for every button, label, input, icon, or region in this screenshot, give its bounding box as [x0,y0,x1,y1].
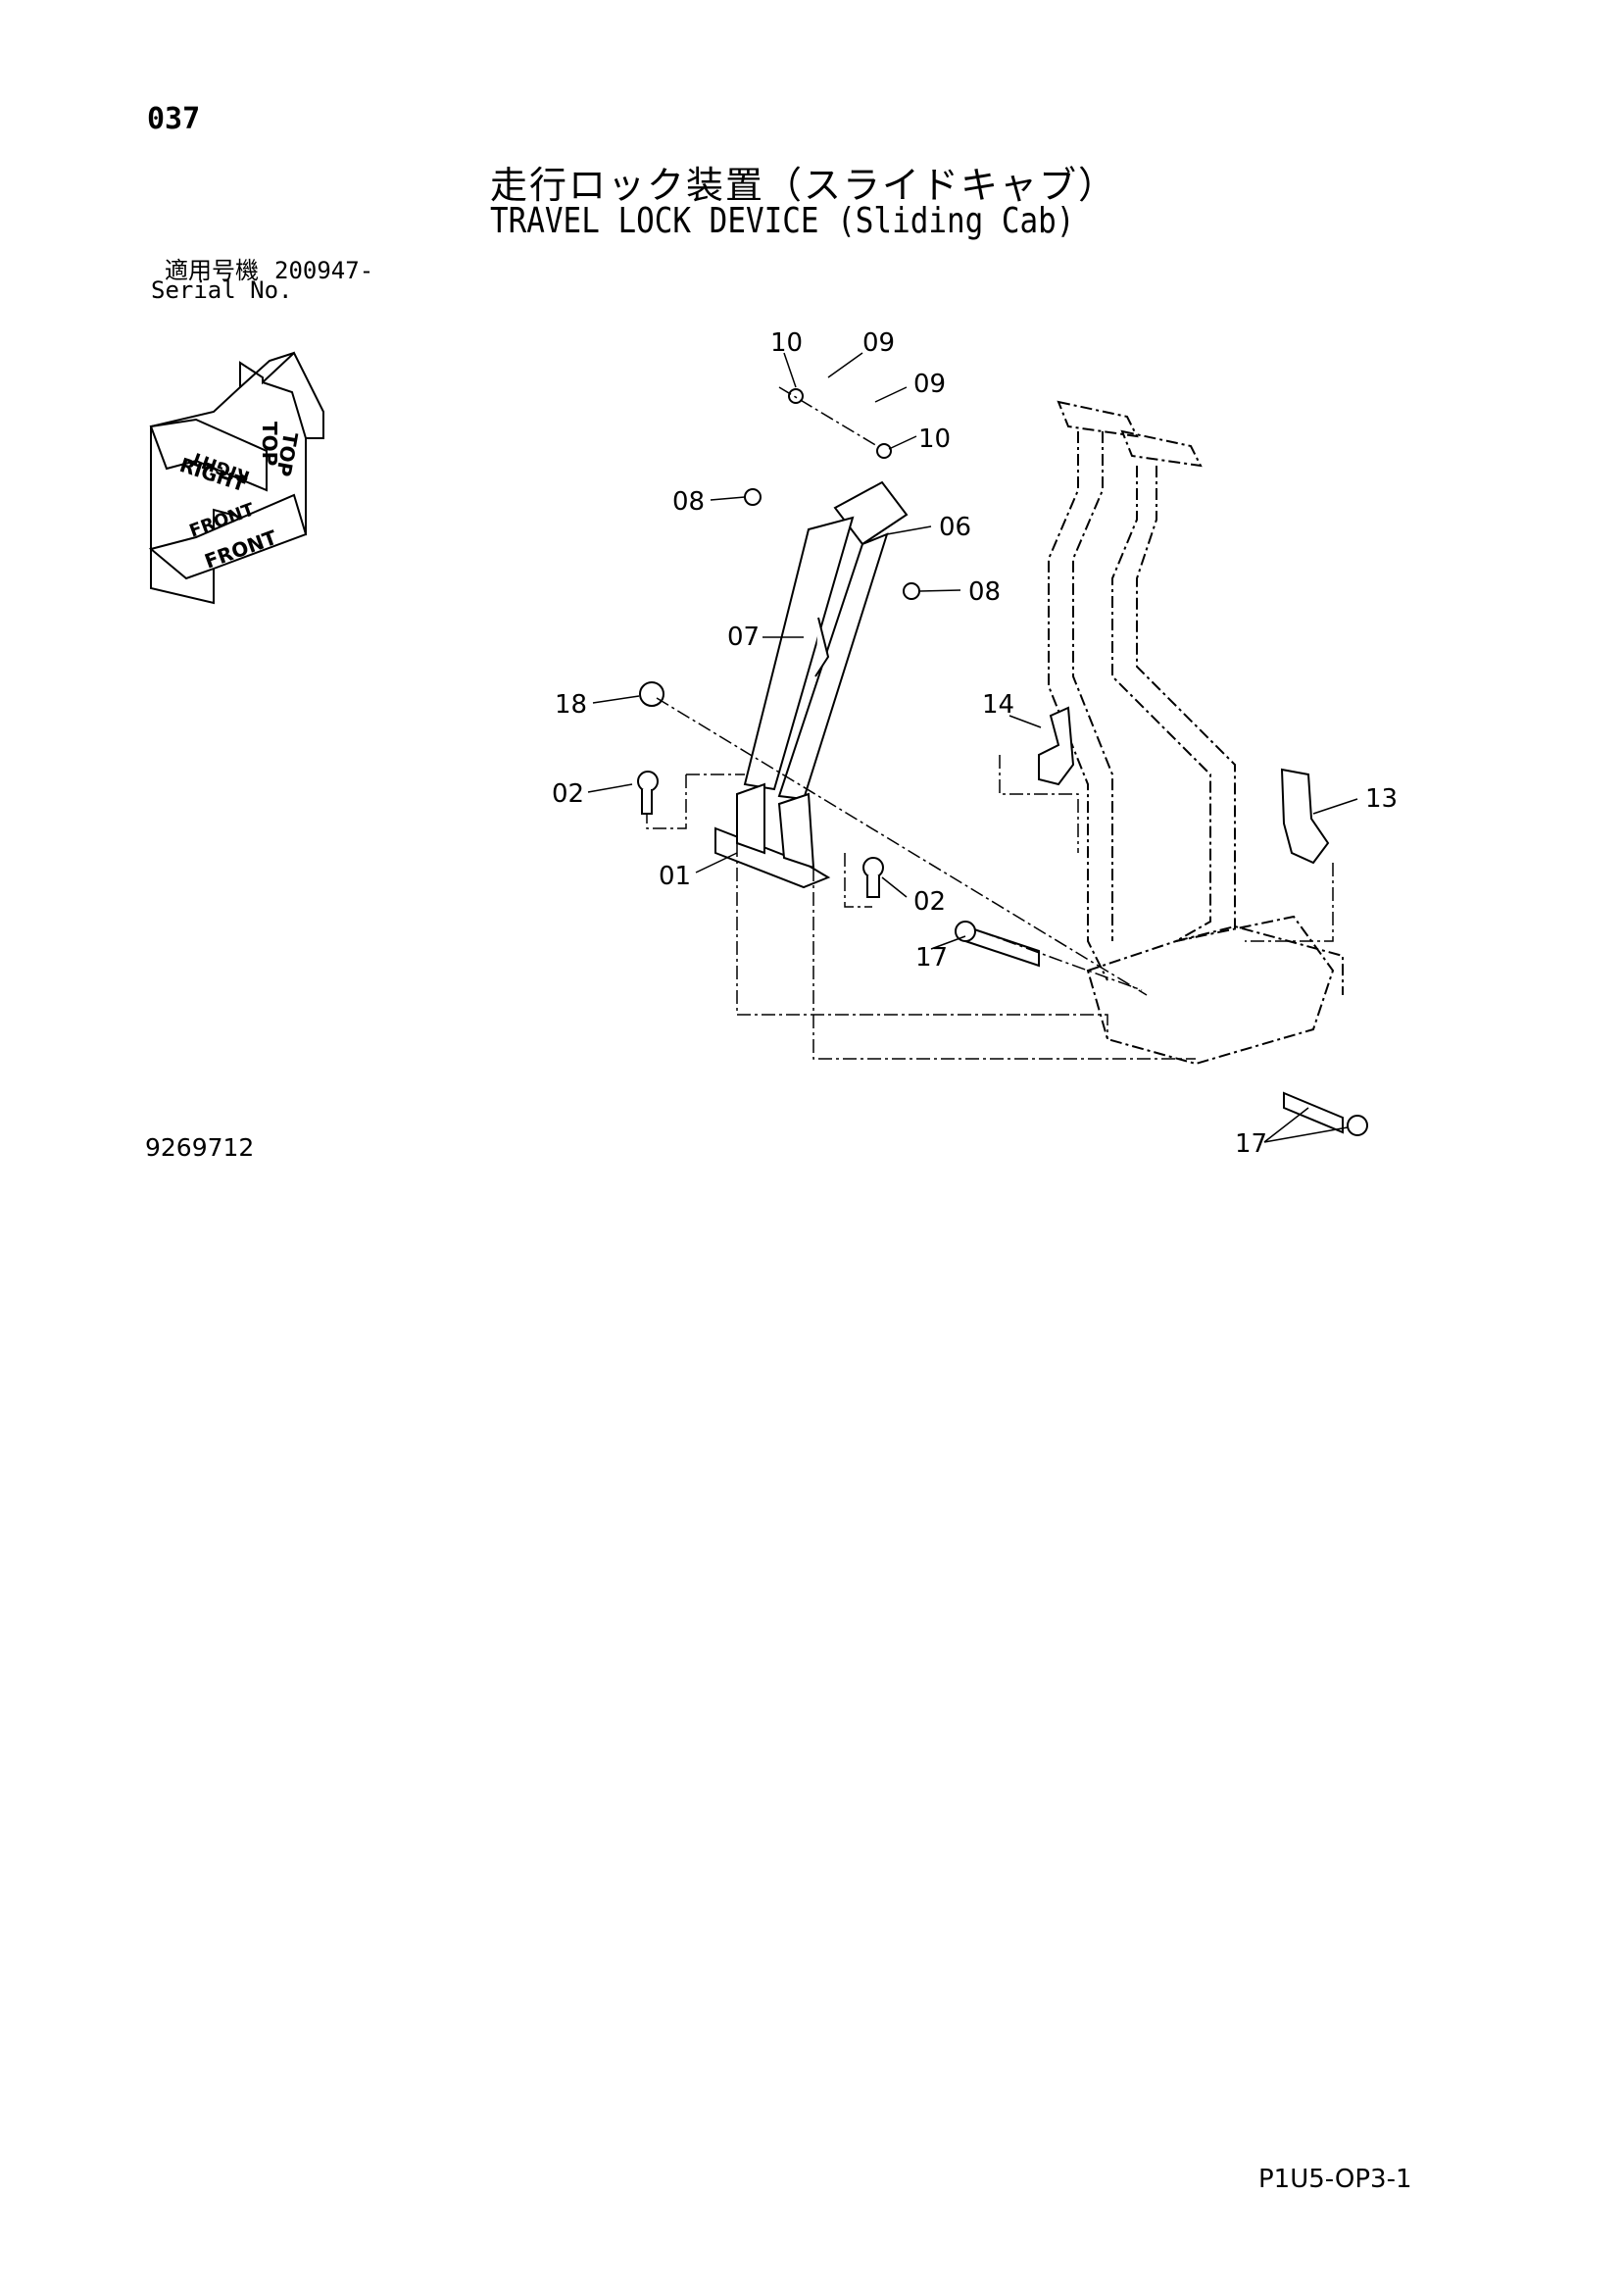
pedal-right-top [1120,429,1203,468]
centerline-base-left [736,843,1108,1039]
leader-14 [1008,715,1042,728]
serial-row: 適用号機 200947- [165,251,373,285]
pin-08-right [903,582,920,600]
callout-14: 14 [982,690,1014,720]
pin-08-left [744,488,762,506]
centerline-bolt-17-left [979,930,1143,991]
leader-10-top [783,352,797,388]
bolt-17-right-head [1347,1115,1368,1136]
leader-02-right [881,876,908,898]
leader-06 [886,525,932,535]
callout-18: 18 [555,690,587,720]
callout-01: 01 [659,862,691,891]
bolt-02-right-head [862,857,884,878]
page-title-en: TRAVEL LOCK DEVICE (Sliding Cab) [490,201,1075,241]
callout-10-mid: 10 [918,424,951,454]
bolt-17-left-head [955,921,976,942]
centerline-base-right [812,868,1196,1060]
bracket-14-part [1038,706,1075,786]
cube-top-arrow [239,352,307,439]
callout-02-right: 02 [913,887,946,917]
callout-labels: 10 09 09 10 08 06 08 07 18 14 13 02 01 0… [552,328,1398,1159]
bolt-02-left-shank [641,789,653,815]
orientation-cube-icon: TOP TOP RIGHT RIGHT FRONT FRONT [148,351,324,605]
centerline-bracket-13 [1245,863,1334,942]
centerline-bracket-14 [999,755,1079,853]
pedal-left-top [1057,400,1139,438]
centerline-bolt-02-right [844,853,872,908]
callout-09-mid: 09 [913,370,946,399]
callout-08-right: 08 [968,577,1001,607]
leader-10-mid [888,435,917,450]
leader-13 [1312,798,1358,815]
callout-leaders [587,352,1358,1143]
washer-10-right [876,443,892,459]
bolt-18-head [639,681,664,707]
leader-17-left [930,935,966,950]
callout-17-left: 17 [915,943,948,973]
bolt-17-right-shank [1283,1091,1344,1134]
callout-13: 13 [1365,784,1398,814]
lever-spring [814,617,830,677]
lever-base-bracket-left [736,782,765,855]
serial-value: 200947- [274,257,374,284]
pedal-base-plate [1086,915,1335,1066]
callout-08-left: 08 [672,487,705,517]
lever-arm-left [743,516,855,791]
centerline-bolt-02-left [646,774,745,829]
lever-top-bracket [833,480,909,546]
pedal-left-rod-b [1072,431,1113,941]
callout-02-left: 02 [552,779,584,809]
lever-base-bracket-right [777,792,815,870]
callout-07: 07 [727,623,760,652]
callout-06: 06 [939,513,971,542]
bolt-02-left-head [637,771,659,792]
leader-01 [695,852,738,873]
callout-17-right: 17 [1235,1129,1267,1159]
assembly-centerlines [646,386,1334,1060]
drawing-reference-number: 9269712 [145,1133,255,1162]
leader-17-right [1263,1107,1349,1143]
bolt-17-left-shank [964,924,1040,968]
bracket-13-part [1280,768,1330,865]
leader-18 [592,695,640,704]
bolt-02-right-shank [866,875,880,898]
centerline-bolt-18 [656,697,1148,996]
lock-lever-assembly [637,388,1368,1136]
leader-02-left [587,783,633,793]
cube-label-top-1: TOP [258,422,281,466]
cube-front-arrow [148,493,308,580]
serial-label-jp: 適用号機 [165,257,259,284]
leader-08-left [710,496,746,501]
serial-label-en: Serial No. [151,276,293,304]
cube-right-arrow [149,418,268,492]
washer-10-left [788,388,804,404]
pedal-left-rod-a [1048,431,1108,981]
pedal-right-rod-b [1136,466,1236,931]
page-title-jp: 走行ロック装置（スライドキャブ） [490,164,1118,207]
centerline-washers [778,386,878,447]
pedal-right-rod-a [1111,466,1211,942]
callout-10-top: 10 [770,328,803,358]
page-code: P1U5-OP3-1 [1258,2165,1412,2194]
page-number: 037 [147,102,201,136]
leader-08-right [918,589,961,592]
travel-pedal-levers [1048,400,1344,1066]
leader-09-top [827,352,863,378]
callout-09-top: 09 [862,328,895,358]
leader-09-mid [874,386,908,403]
